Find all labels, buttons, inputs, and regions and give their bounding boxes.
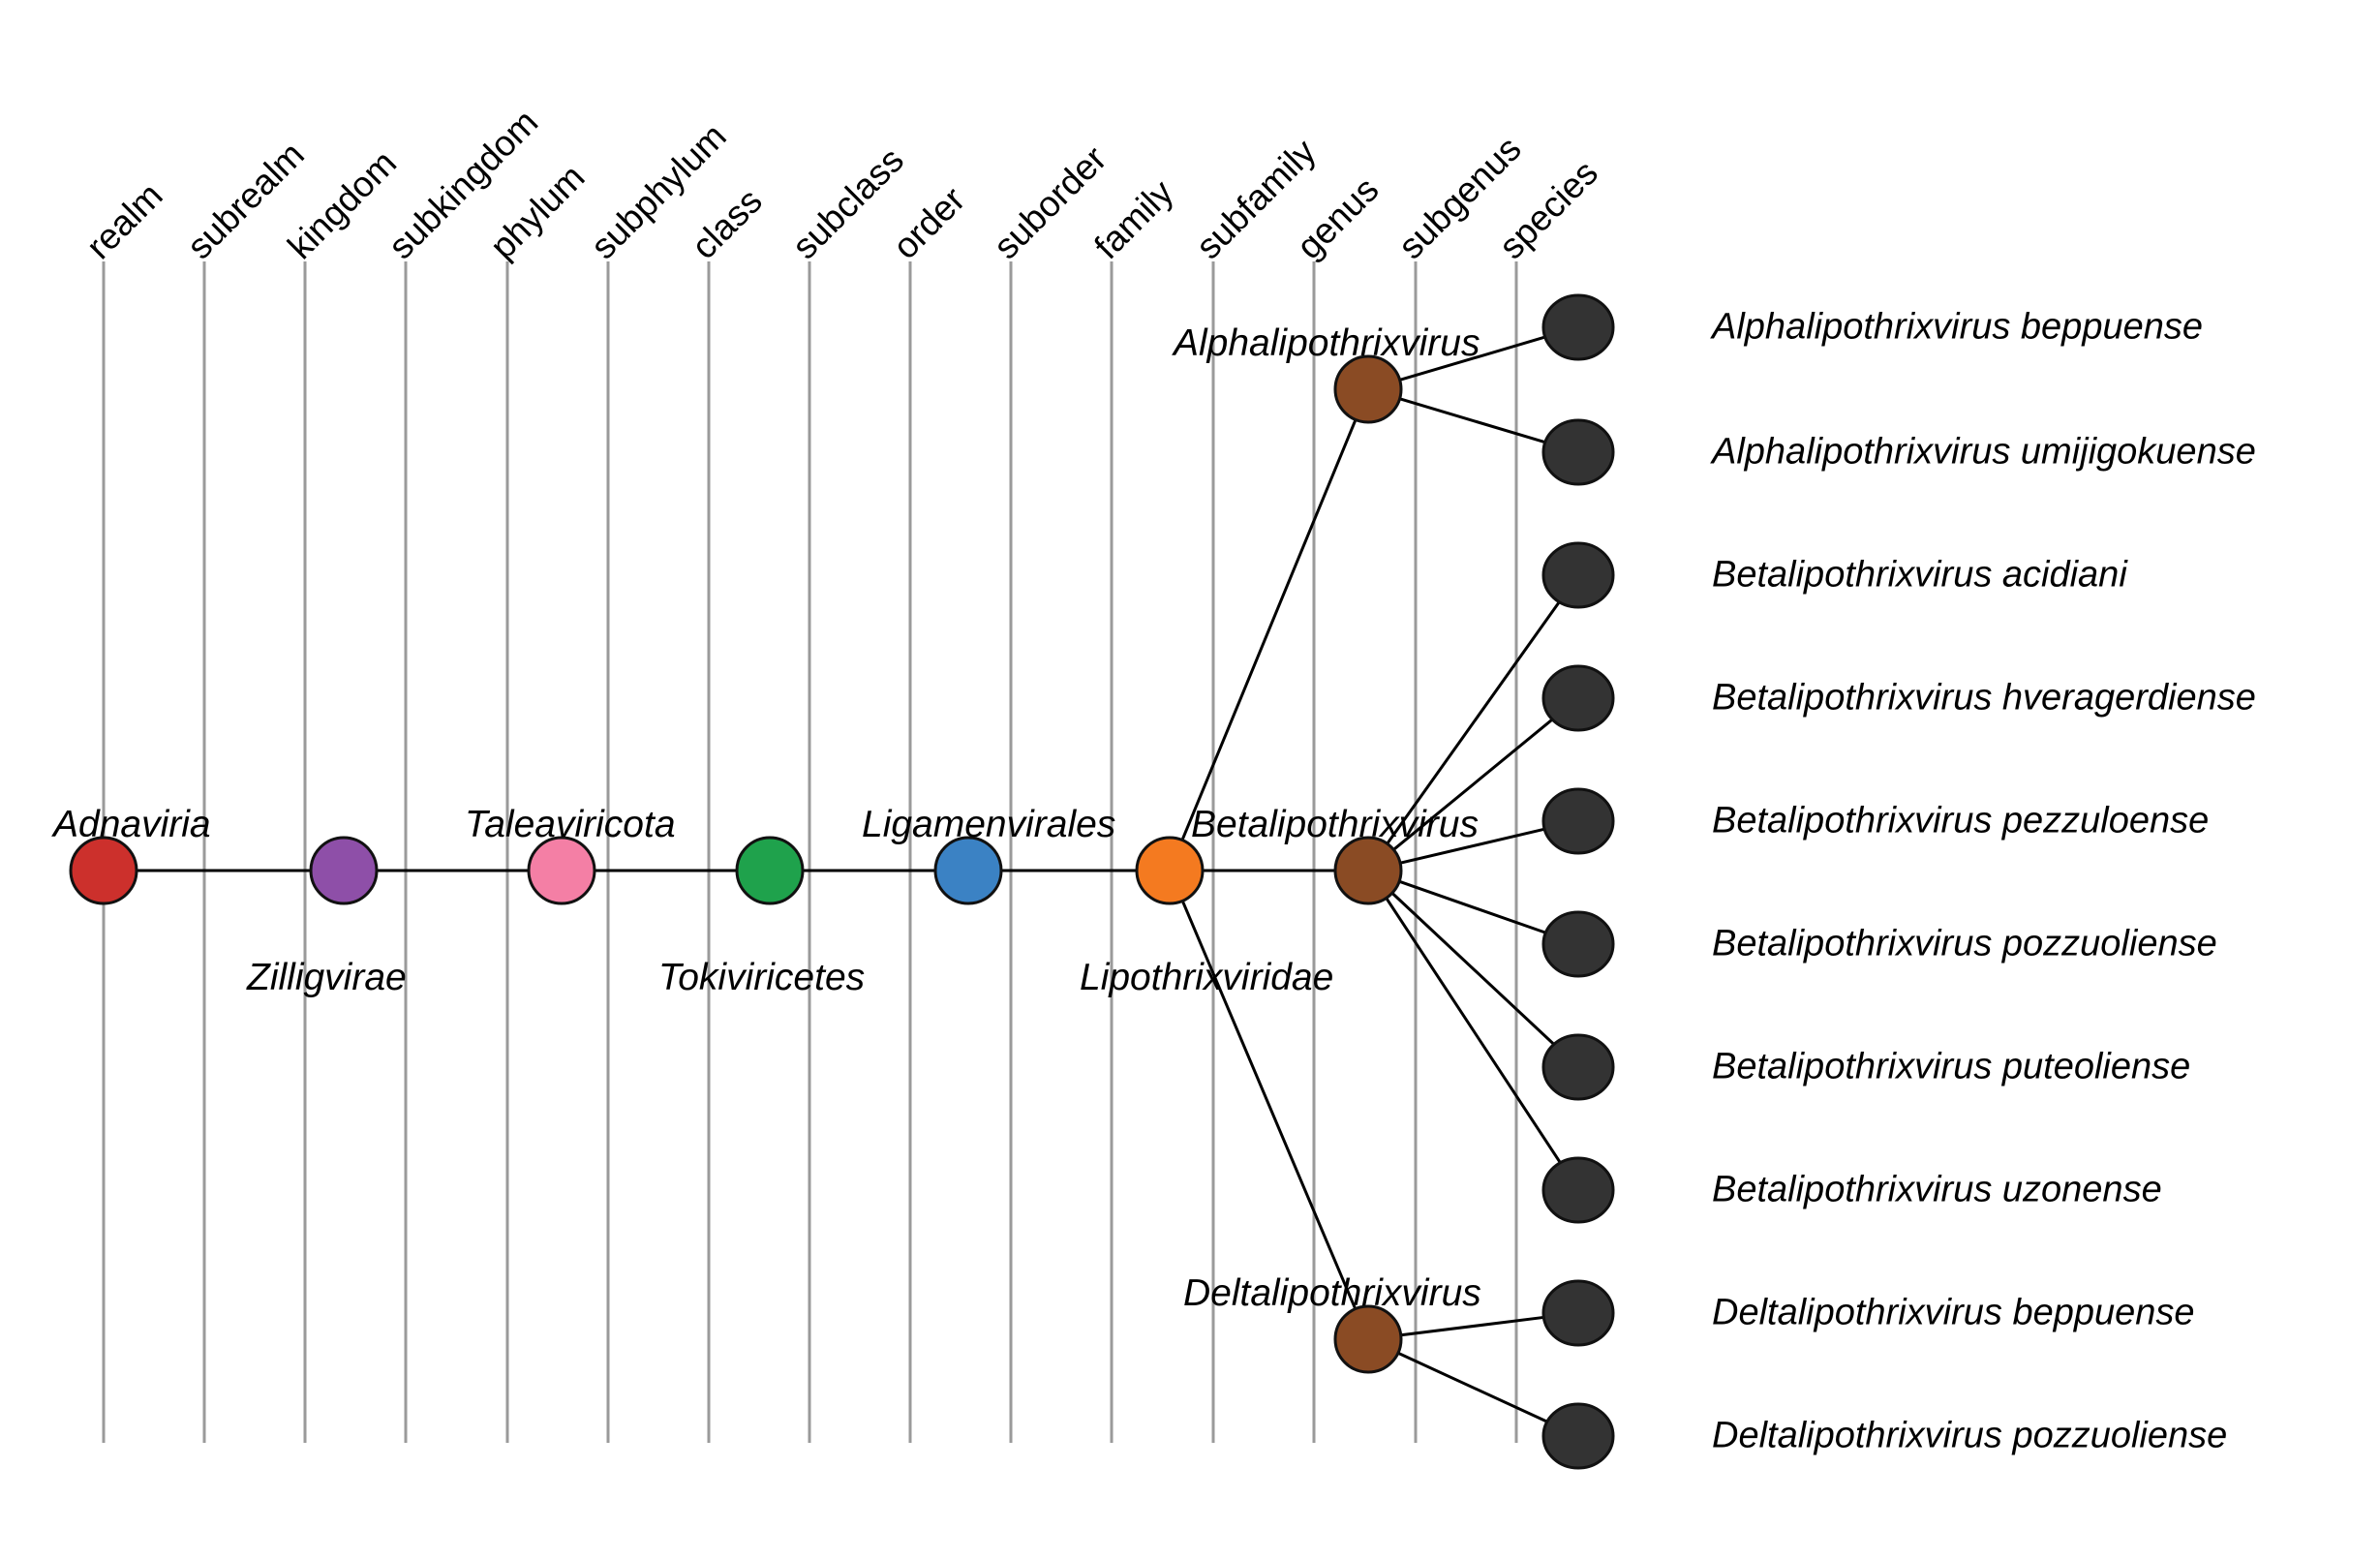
species-node-sp6[interactable]: [1541, 910, 1615, 978]
edge-betalipothrixvirus-to-sp6: [1396, 879, 1548, 935]
species-node-sp10[interactable]: [1541, 1402, 1615, 1470]
species-label-sp8: Betalipothrixvirus uzonense: [1712, 1169, 2162, 1210]
edge-lipothrixviridae-to-alphalipothrixvirus: [1179, 417, 1358, 842]
taxon-label-deltalipothrixvirus: Deltalipothrixvirus: [1183, 1272, 1481, 1314]
taxon-node-tokiviricetes[interactable]: [735, 836, 805, 905]
species-node-sp7[interactable]: [1541, 1033, 1615, 1101]
taxon-label-adnaviria: Adnaviria: [53, 804, 211, 845]
edge-betalipothrixvirus-to-sp5: [1397, 827, 1547, 866]
edge-betalipothrixvirus-to-sp3: [1385, 600, 1561, 846]
taxon-node-taleaviricota[interactable]: [527, 836, 596, 905]
taxon-label-zilligvirae: Zilligvirae: [247, 957, 407, 998]
species-label-sp6: Betalipothrixvirus pozzuoliense: [1712, 923, 2217, 964]
species-label-sp4: Betalipothrixvirus hveragerdiense: [1712, 677, 2256, 719]
edge-deltalipothrixvirus-to-sp10: [1395, 1351, 1549, 1424]
species-label-sp10: Deltalipothrixvirus pozzuoliense: [1712, 1415, 2228, 1456]
edge-group: [135, 335, 1562, 1424]
edge-betalipothrixvirus-to-sp7: [1389, 890, 1556, 1046]
species-label-sp5: Betalipothrixvirus pezzuloense: [1712, 800, 2210, 841]
edge-deltalipothrixvirus-to-sp9: [1398, 1315, 1546, 1337]
edge-lipothrixviridae-to-deltalipothrixvirus: [1180, 898, 1358, 1312]
taxon-node-ligamenvirales[interactable]: [933, 836, 1003, 905]
species-label-sp3: Betalipothrixvirus acidiani: [1712, 554, 2127, 596]
species-node-sp1[interactable]: [1541, 293, 1615, 361]
species-node-sp4[interactable]: [1541, 664, 1615, 732]
taxon-node-adnaviria[interactable]: [69, 836, 138, 905]
species-node-sp5[interactable]: [1541, 787, 1615, 855]
node-group: [69, 293, 1615, 1470]
edge-betalipothrixvirus-to-sp8: [1384, 895, 1562, 1164]
species-node-sp3[interactable]: [1541, 541, 1615, 609]
species-label-sp2: Alphalipothrixvirus umijigokuense: [1712, 431, 2256, 473]
species-node-sp8[interactable]: [1541, 1156, 1615, 1224]
species-label-sp1: Alphalipothrixvirus beppuense: [1712, 306, 2203, 348]
taxon-label-taleaviricota: Taleaviricota: [465, 804, 676, 845]
taxon-node-zilligvirae[interactable]: [309, 836, 379, 905]
taxon-label-ligamenvirales: Ligamenvirales: [862, 804, 1116, 845]
taxon-label-betalipothrixvirus: Betalipothrixvirus: [1191, 804, 1479, 845]
edge-alphalipothrixvirus-to-sp1: [1397, 335, 1547, 382]
taxon-label-alphalipothrixvirus: Alphalipothrixvirus: [1174, 322, 1480, 364]
edge-betalipothrixvirus-to-sp4: [1390, 718, 1554, 852]
species-node-sp9[interactable]: [1541, 1279, 1615, 1347]
gridline-group: [102, 261, 1518, 1443]
taxon-node-alphalipothrixvirus[interactable]: [1333, 354, 1403, 424]
species-label-sp7: Betalipothrixvirus puteoliense: [1712, 1046, 2191, 1087]
taxon-node-lipothrixviridae[interactable]: [1135, 836, 1205, 905]
species-node-sp2[interactable]: [1541, 418, 1615, 486]
taxon-node-betalipothrixvirus[interactable]: [1333, 836, 1403, 905]
taxon-node-deltalipothrixvirus[interactable]: [1333, 1304, 1403, 1374]
taxon-label-lipothrixviridae: Lipothrixviridae: [1080, 957, 1334, 998]
edge-alphalipothrixvirus-to-sp2: [1397, 396, 1547, 444]
species-label-sp9: Deltalipothrixvirus beppuense: [1712, 1292, 2195, 1333]
taxon-label-tokiviricetes: Tokiviricetes: [658, 957, 866, 998]
